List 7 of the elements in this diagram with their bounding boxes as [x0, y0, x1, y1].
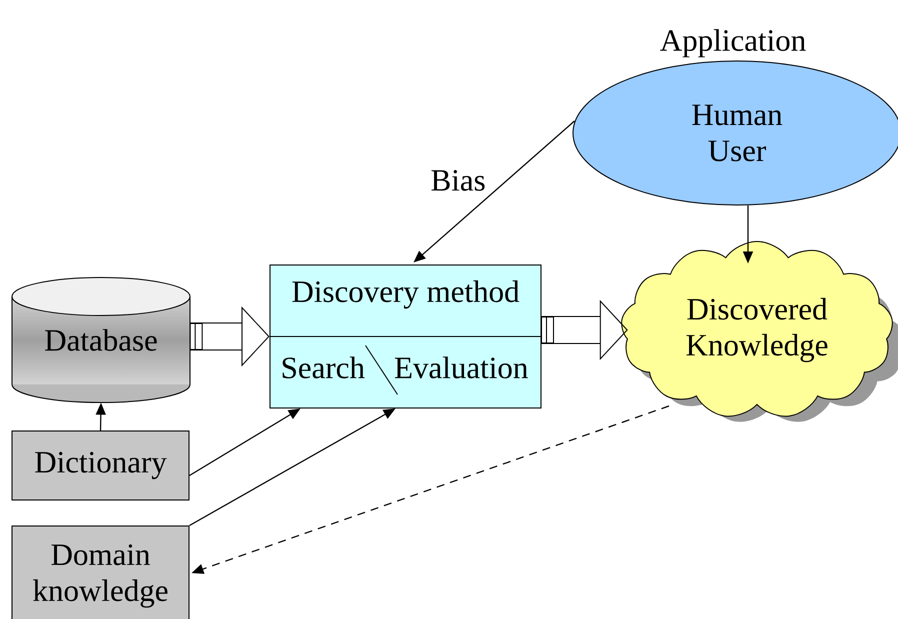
edge-label: Bias	[430, 169, 487, 192]
source-box: Dictionary	[12, 430, 190, 500]
process-box: Discovery method Search Evaluation	[270, 264, 542, 408]
node-label: Application	[660, 29, 806, 58]
database-cylinder: Database	[12, 277, 190, 403]
source-box: Domain knowledge	[12, 526, 190, 619]
ellipse-node: Human User	[572, 60, 898, 206]
